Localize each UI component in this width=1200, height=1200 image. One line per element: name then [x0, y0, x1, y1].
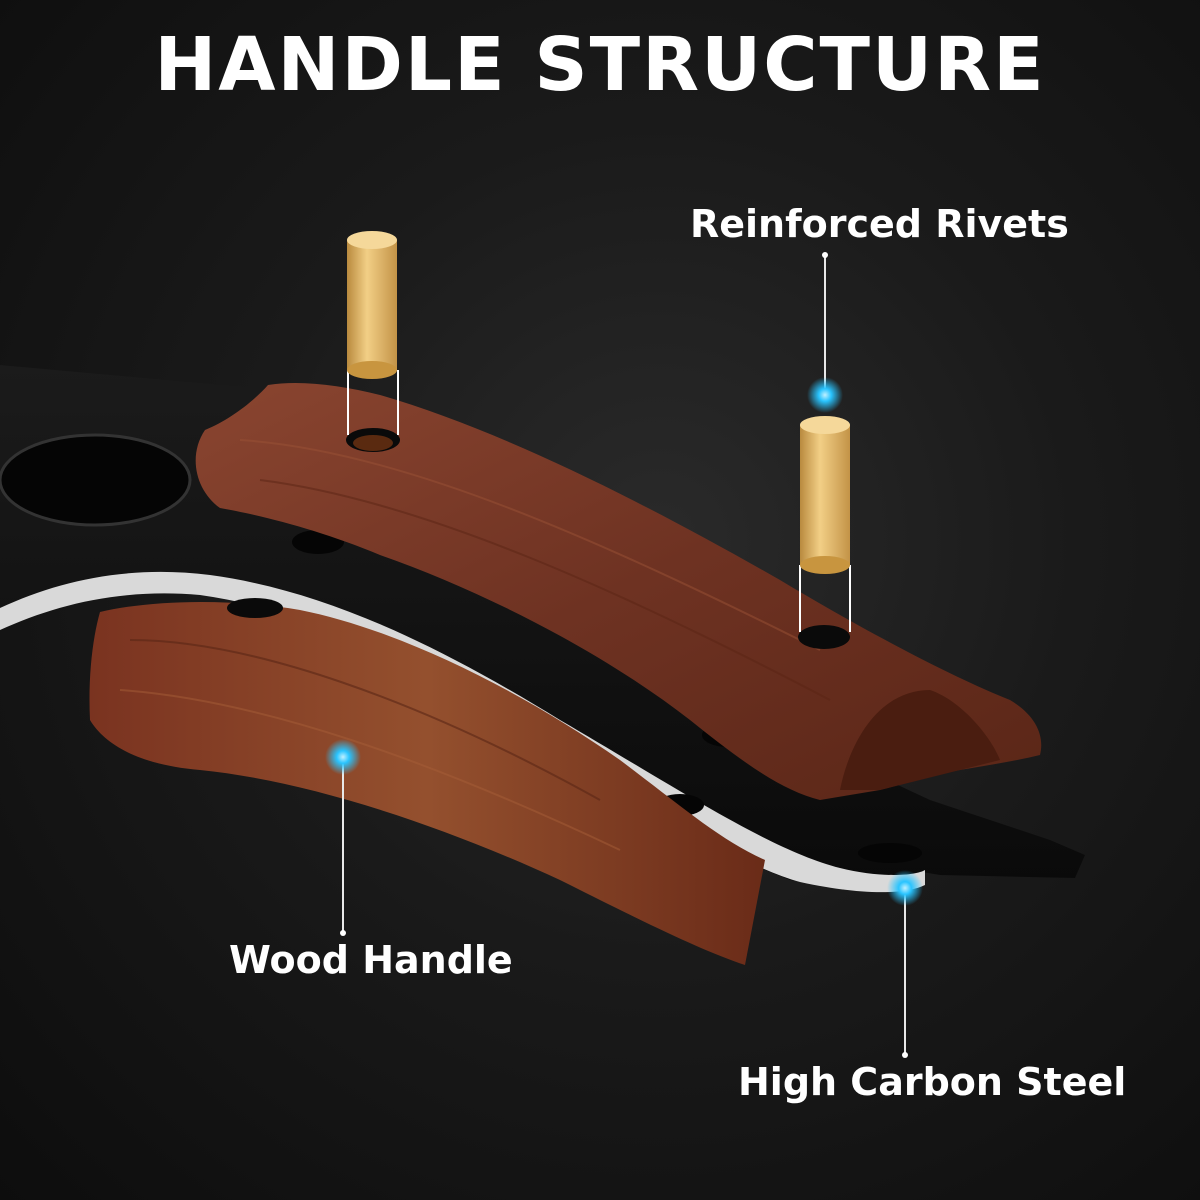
callout-rivets-pointer	[807, 252, 843, 413]
callout-wood-pointer	[325, 739, 361, 936]
rivet-right	[799, 416, 851, 632]
page-title: HANDLE STRUCTURE	[154, 22, 1046, 108]
label-high-carbon-steel: High Carbon Steel	[738, 1060, 1127, 1104]
label-wood-handle: Wood Handle	[229, 938, 513, 982]
wood-handle-lower	[89, 598, 765, 965]
callout-steel-pointer	[887, 870, 923, 1058]
rivet-left	[347, 231, 399, 435]
wood-handle-upper	[195, 383, 1042, 800]
label-reinforced-rivets: Reinforced Rivets	[690, 202, 1069, 246]
